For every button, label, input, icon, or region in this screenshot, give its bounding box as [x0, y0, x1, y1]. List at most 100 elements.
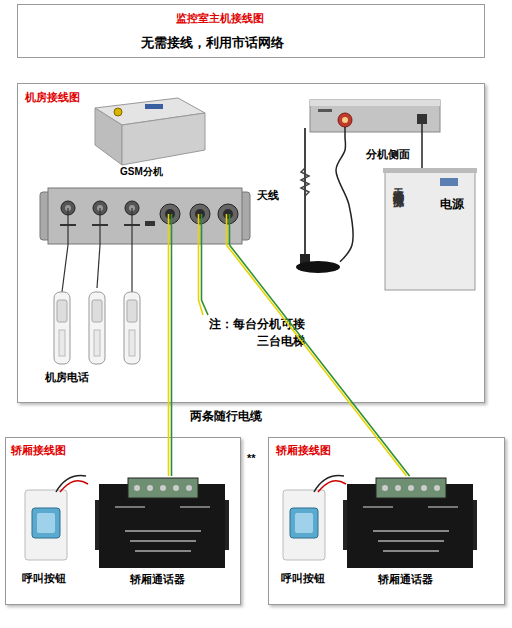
cable-yellow — [168, 245, 170, 476]
intercom-mark — [373, 530, 449, 532]
terminal-screw — [147, 485, 153, 491]
terminal-block — [128, 478, 198, 498]
button-wire — [314, 476, 344, 492]
phone-keypad — [57, 300, 67, 322]
cable-green — [230, 245, 410, 476]
power-case — [385, 170, 475, 290]
note-text: 注：每台分机可接三台电梯 — [205, 316, 305, 350]
frame-title: 机房接线图 — [25, 91, 80, 104]
cable-note: 两条随行电缆 — [190, 409, 262, 423]
gsm-unit-panel: GSM分机 — [45, 188, 245, 245]
phone-grip — [129, 330, 135, 356]
phone-keypad — [127, 300, 137, 322]
cable-wire — [168, 214, 170, 245]
cable-green — [171, 245, 173, 476]
cable-port-core — [165, 209, 175, 219]
phone-grip — [59, 330, 65, 356]
frame-title: 轿厢接线图 — [11, 444, 66, 457]
device-label: 呼叫按钮 — [22, 572, 66, 585]
unit-badge — [145, 104, 163, 109]
button-face — [295, 513, 313, 533]
phone-wire — [99, 208, 100, 245]
wire-connector — [336, 138, 353, 262]
button-cap — [290, 508, 318, 538]
intercom-mark — [135, 550, 191, 552]
antenna-cable — [344, 127, 346, 138]
car-art — [343, 478, 477, 568]
frame-box: 轿厢接线图呼叫按钮轿厢通话器 — [5, 437, 241, 605]
power-lid — [383, 168, 477, 173]
call-button: 呼叫按钮 — [22, 487, 70, 562]
unit-side-edge — [310, 100, 440, 106]
unit-left-face — [95, 108, 122, 165]
unit-side-body — [310, 100, 440, 132]
power-jack — [417, 114, 427, 124]
power-logo — [440, 178, 458, 186]
intercom-mark — [378, 540, 444, 542]
intercom-mark — [125, 530, 201, 532]
button-plate — [283, 490, 325, 560]
panel-slot — [145, 221, 155, 226]
power-wire — [421, 124, 423, 138]
phone-wire — [97, 245, 100, 288]
device-label: 轿厢通话器 — [378, 573, 433, 586]
device-label: 呼叫按钮 — [281, 572, 325, 585]
frame-box: 监控室主机接线图无需接线，利用市话网络 — [17, 4, 485, 58]
phone-handset — [124, 292, 140, 364]
frame-title: 轿厢接线图 — [276, 444, 331, 457]
device-label: 分机侧面 — [366, 148, 410, 161]
cable-port — [218, 204, 238, 224]
terminal-screw — [408, 485, 414, 491]
unit-side-mark — [318, 109, 332, 112]
cable-wire — [226, 214, 228, 245]
car-art — [25, 476, 229, 568]
phone-handset — [89, 292, 105, 364]
terminal-screw — [382, 485, 388, 491]
antenna-connector — [338, 113, 352, 127]
terminal-screw — [395, 485, 401, 491]
device-print: 无线对讲专用电源 — [392, 180, 405, 188]
frame-box: 轿厢接线图呼叫按钮轿厢通话器 — [268, 437, 505, 605]
terminal-screw — [173, 485, 179, 491]
phone-wire — [131, 208, 132, 292]
phone-wire — [62, 208, 68, 292]
cable-port-core — [223, 209, 233, 219]
phone-grip — [94, 330, 100, 356]
unit-button — [114, 108, 122, 116]
button-plate — [25, 490, 67, 560]
intercom-mark — [130, 540, 196, 542]
device-label: 机房电话 — [45, 371, 89, 384]
terminal-screw — [421, 485, 427, 491]
cable-port — [160, 204, 180, 224]
call-button: 呼叫按钮 — [280, 487, 330, 562]
machine-room-phones: 机房电话 — [48, 288, 148, 366]
intercom-mark — [363, 506, 393, 508]
frame-title: 监控室主机接线图 — [176, 12, 264, 25]
button-wire — [56, 476, 86, 492]
antenna: 天线 — [250, 140, 340, 280]
terminal-block — [376, 478, 446, 498]
intercom-mark — [383, 550, 439, 552]
frame-box: 机房接线图 GSM分机 分机侧面 天线 电源 无线对讲专用电源机房电话 — [17, 83, 485, 403]
antenna-rod — [304, 128, 306, 258]
wire-connector — [421, 138, 423, 168]
antenna-connector-core — [342, 117, 348, 123]
terminal-screw — [186, 485, 192, 491]
mark-text: ** — [247, 452, 256, 465]
cable-port — [190, 204, 210, 224]
phone-keypad — [92, 300, 102, 322]
panel-body — [48, 188, 242, 244]
intercom-mark — [115, 506, 145, 508]
unit-front-face — [122, 113, 205, 165]
frame-note: 无需接线，利用市话网络 — [141, 35, 284, 50]
button-cap — [32, 508, 60, 538]
device-label: 电源 — [440, 197, 464, 211]
terminal-screw — [434, 485, 440, 491]
terminal-screw — [134, 485, 140, 491]
spare-cable-wire — [202, 214, 209, 315]
device-label: GSM分机 — [120, 166, 163, 178]
cable-port-core — [195, 209, 205, 219]
terminal-screw — [160, 485, 166, 491]
antenna-base — [296, 261, 340, 273]
car-intercom: 轿厢通话器 — [97, 476, 227, 570]
